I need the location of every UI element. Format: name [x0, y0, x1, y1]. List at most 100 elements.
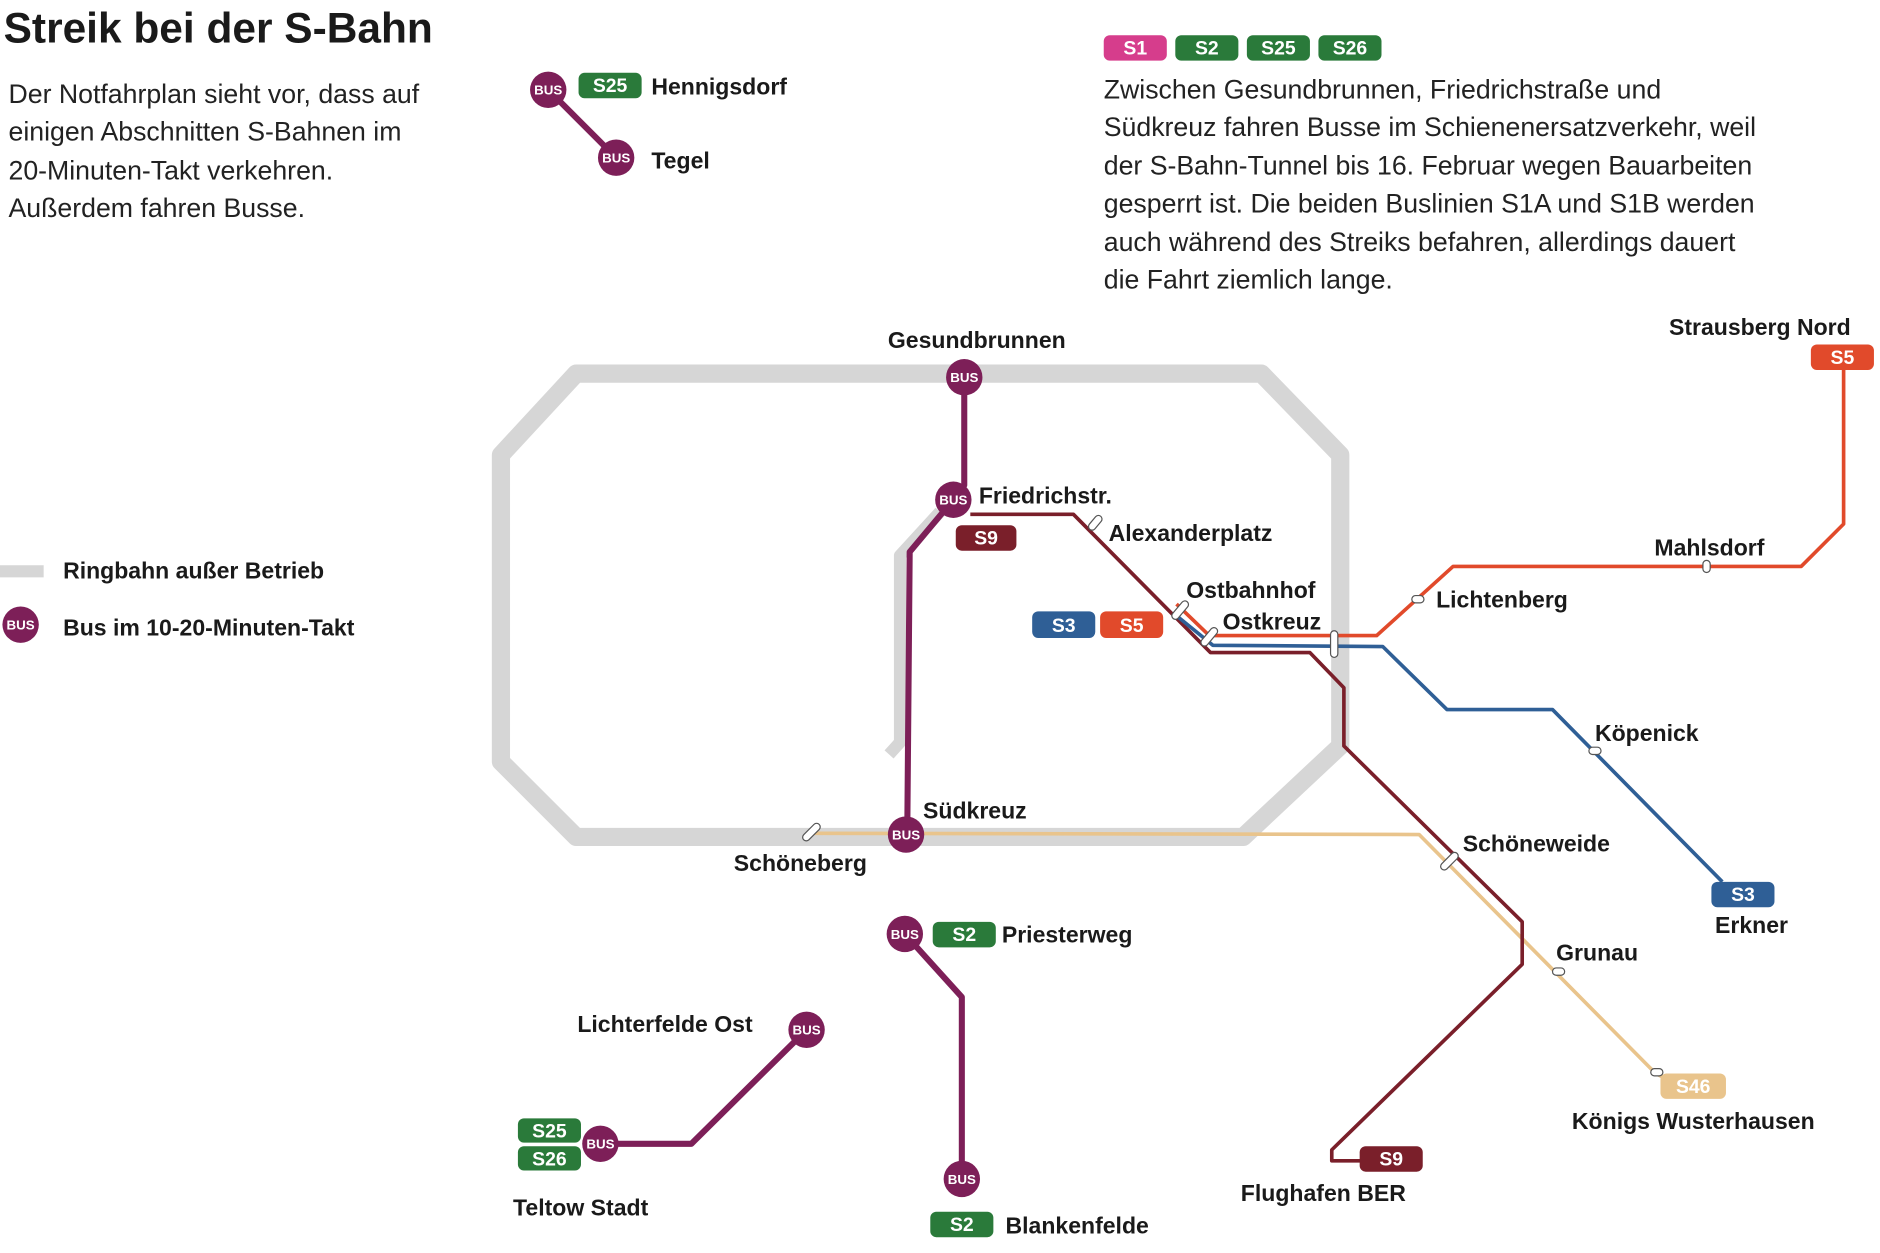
bus-line-lichterfelde-teltow	[600, 1027, 809, 1147]
bus-stop-icon	[597, 139, 635, 176]
s2-badge-label: S2	[950, 1214, 974, 1236]
station-label-ostkreuz: Ostkreuz	[1223, 609, 1322, 635]
s3-badge-label: S3	[1731, 884, 1755, 906]
station-label-alexanderplatz: Alexanderplatz	[1109, 520, 1273, 546]
ring-legend-swatch	[0, 565, 44, 578]
station-label-schoeneweide: Schöneweide	[1463, 830, 1610, 856]
s26-badge	[1318, 35, 1382, 61]
ostbahnhof-marker	[1171, 600, 1190, 620]
station-label-gesundbrunnen: Gesundbrunnen	[888, 327, 1066, 353]
station-label-teltow-stadt: Teltow Stadt	[513, 1194, 649, 1220]
station-label-grunau: Grunau	[1556, 940, 1638, 966]
s46-line	[812, 831, 1681, 1088]
bus-stop-icon	[582, 1125, 619, 1162]
ringbahn-line	[491, 364, 1350, 847]
s26-badge-label: S26	[532, 1149, 567, 1171]
bus-stop-label: BUS	[939, 493, 967, 508]
intro-line: Außerdem fahren Busse.	[8, 193, 305, 223]
station-label-erkner: Erkner	[1715, 912, 1788, 938]
station-label-blankenfelde: Blankenfelde	[1005, 1213, 1149, 1239]
station-label-priesterweg: Priesterweg	[1002, 921, 1133, 947]
intro-line: einigen Abschnitten S-Bahnen im	[8, 117, 401, 147]
bus-stop-label: BUS	[950, 370, 978, 385]
intro-line: 20-Minuten-Takt verkehren.	[8, 156, 333, 186]
s3-badge-label: S3	[1052, 615, 1076, 637]
s5-badge-label: S5	[1831, 347, 1855, 369]
s9-badge-label: S9	[1379, 1149, 1403, 1171]
s26-badge	[517, 1146, 581, 1171]
station-label-koenigs-wusterhausen: Königs Wusterhausen	[1572, 1108, 1815, 1134]
station-label-koepenick: Köpenick	[1595, 720, 1699, 746]
bus-stop-label: BUS	[534, 83, 562, 98]
bus-stop-icon	[887, 816, 925, 853]
mahlsdorf-marker	[1702, 559, 1711, 574]
s25-badge	[517, 1118, 581, 1143]
bus-legend-icon-label: BUS	[7, 618, 35, 633]
station-label-flughafen-ber: Flughafen BER	[1241, 1180, 1406, 1206]
info-badges: S1 S2 S25 S26	[1103, 35, 1382, 61]
s2-badge	[932, 921, 996, 948]
s5-badge	[1100, 611, 1164, 639]
s9-line	[970, 512, 1525, 1163]
info-line: gesperrt ist. Die beiden Buslinien S1A u…	[1104, 188, 1755, 218]
station-label-suedkreuz: Südkreuz	[923, 798, 1027, 824]
koepenick-marker	[1588, 746, 1602, 756]
station-label-friedrichstr: Friedrichstr.	[979, 482, 1112, 508]
info-text: Zwischen Gesundbrunnen, Friedrichstraße …	[1104, 74, 1756, 294]
bus-stop-icon	[935, 481, 972, 518]
bus-stop-label: BUS	[793, 1023, 821, 1038]
station-labels: Hennigsdorf Tegel Gesundbrunnen Friedric…	[513, 74, 1851, 1239]
s3-badge	[1032, 611, 1096, 639]
ringbahn-inner-segment	[884, 507, 945, 759]
koenigs-marker	[1650, 1067, 1664, 1077]
schoeneweide-marker	[1440, 851, 1459, 871]
page-title: Streik bei der S-Bahn	[4, 4, 433, 51]
s9-badge	[1359, 1146, 1423, 1172]
s25-badge-label: S25	[1261, 38, 1296, 60]
s46-badge	[1660, 1073, 1726, 1099]
bus-line-gesundbrunnen-friedrichstr	[950, 377, 968, 502]
schoeneberg-marker	[802, 822, 821, 842]
s25-badge	[578, 72, 642, 99]
s26-badge-label: S26	[1333, 38, 1368, 60]
bus-legend-icon	[2, 606, 39, 643]
s1-badge	[1103, 35, 1167, 61]
s9-badge	[955, 525, 1017, 551]
ring-legend-label: Ringbahn außer Betrieb	[63, 558, 324, 584]
bus-legend-label: Bus im 10-20-Minuten-Takt	[63, 615, 355, 641]
ostkreuz-marker	[1200, 626, 1219, 647]
s46-badge-label: S46	[1676, 1076, 1711, 1098]
bus-stop-icon	[530, 71, 567, 108]
bus-stop-icon	[886, 915, 924, 953]
bus-stop-icon	[943, 1160, 981, 1198]
station-label-strausberg-nord: Strausberg Nord	[1669, 314, 1851, 340]
s2-badge	[1175, 35, 1239, 61]
station-label-schoeneberg: Schöneberg	[734, 850, 867, 876]
s5-badge-label: S5	[1120, 615, 1144, 637]
s1-badge-label: S1	[1123, 38, 1147, 60]
station-label-ostbahnhof: Ostbahnhof	[1186, 577, 1316, 603]
s25-badge-label: S25	[593, 75, 628, 97]
s2-badge-label: S2	[952, 924, 976, 946]
s3-badge	[1711, 881, 1775, 908]
station-label-hennigsdorf: Hennigsdorf	[651, 74, 787, 100]
intro-text: Der Notfahrplan sieht vor, dass auf eini…	[8, 79, 419, 223]
s25-badge	[1246, 35, 1310, 61]
bus-stop-label: BUS	[948, 1172, 976, 1187]
info-line: Zwischen Gesundbrunnen, Friedrichstraße …	[1104, 74, 1661, 104]
info-line: die Fahrt ziemlich lange.	[1104, 265, 1393, 295]
ostkreuz-ring-marker	[1329, 630, 1339, 659]
info-line: auch während des Streiks befahren, aller…	[1104, 227, 1736, 257]
map-line-badges: S25 S9 S3 S5 S5 S3 S46 S9 S2 S2 S25 S26	[517, 72, 1874, 1238]
s2-badge	[930, 1211, 994, 1238]
bus-line-friedrichstr-suedkreuz	[904, 497, 956, 835]
s9-badge-label: S9	[974, 528, 998, 550]
grunau-marker	[1551, 967, 1566, 976]
station-label-mahlsdorf: Mahlsdorf	[1654, 535, 1764, 561]
lichtenberg-marker	[1411, 594, 1425, 604]
alexanderplatz-marker	[1087, 514, 1103, 531]
bus-stop-label: BUS	[586, 1137, 614, 1152]
legend: Ringbahn außer Betrieb BUS Bus im 10-20-…	[0, 558, 355, 643]
info-line: der S-Bahn-Tunnel bis 16. Februar wegen …	[1104, 151, 1752, 181]
